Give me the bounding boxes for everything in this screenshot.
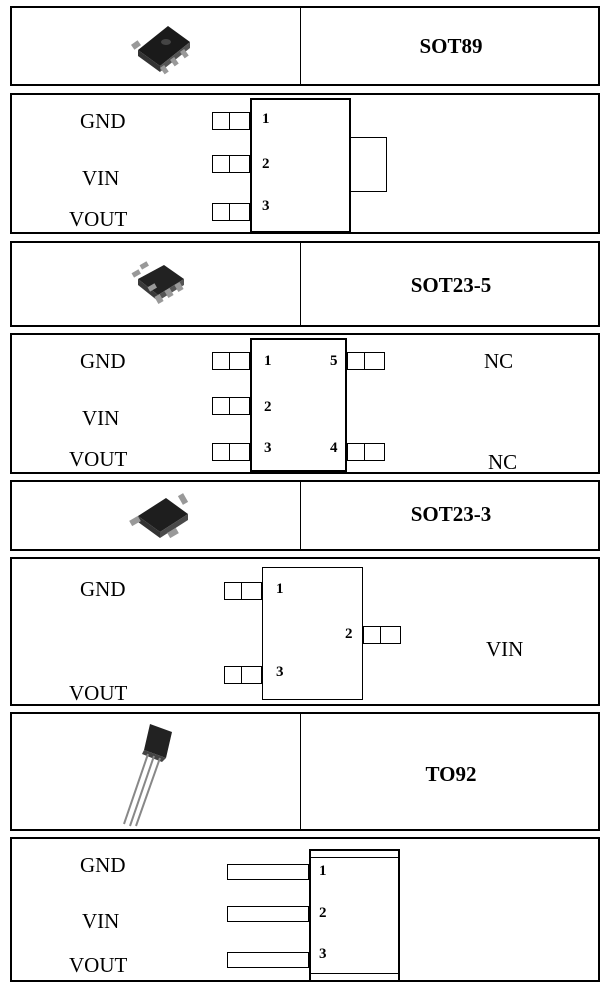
sot23-5-lead-3 xyxy=(212,443,250,461)
sot89-lead-2 xyxy=(212,155,250,173)
sot23-3-label-vin: VIN xyxy=(486,637,524,661)
sot89-lead-1 xyxy=(212,112,250,130)
sot23-5-lead-5 xyxy=(347,352,385,370)
to92-pin-3: 3 xyxy=(319,946,327,962)
sot23-3-label-vout: VOUT xyxy=(69,681,128,705)
sot89-pinout-cell: GND VIN VOUT 1 2 3 xyxy=(10,93,600,234)
sot89-lead-3 xyxy=(212,203,250,221)
sot23-3-pin-3: 3 xyxy=(276,664,284,680)
to92-lead-2 xyxy=(227,906,309,922)
sot23-5-chip-body xyxy=(250,338,347,472)
sot23-5-label-gnd: GND xyxy=(80,349,126,373)
to92-pinout-cell: GND VIN VOUT 1 2 3 xyxy=(10,837,600,982)
sot23-3-label-gnd: GND xyxy=(80,577,126,601)
to92-pin-1: 1 xyxy=(319,863,327,879)
sot23-5-pin-3: 3 xyxy=(264,440,272,456)
to92-label-vout: VOUT xyxy=(69,953,128,977)
sot23-5-label-vout: VOUT xyxy=(69,447,128,471)
sot23-5-label-nc-top: NC xyxy=(484,349,514,373)
sot23-5-pin-4: 4 xyxy=(330,440,338,456)
sot89-label-vout: VOUT xyxy=(69,207,128,231)
to92-pin-2: 2 xyxy=(319,905,327,921)
sot23-5-package-photo-icon xyxy=(131,261,184,304)
sot23-5-title: SOT23-5 xyxy=(410,273,492,297)
sot23-5-pin-1: 1 xyxy=(264,353,272,369)
to92-package-photo-icon xyxy=(123,724,172,827)
sot23-3-lead-2 xyxy=(363,626,401,644)
sot89-header-cell: SOT89 xyxy=(10,6,600,86)
sot89-package-photo-icon xyxy=(131,26,190,75)
sot89-pin-3: 3 xyxy=(262,198,270,214)
sot23-5-pinout-cell: GND VIN VOUT NC NC 1 2 3 4 5 xyxy=(10,333,600,474)
sot23-5-label-vin: VIN xyxy=(82,406,120,430)
to92-label-vin: VIN xyxy=(82,909,120,933)
sot23-3-pinout-cell: GND VOUT VIN 1 2 3 xyxy=(10,557,600,706)
sot23-5-pin-5: 5 xyxy=(330,353,338,369)
sot89-heat-tab xyxy=(351,137,387,192)
sot89-label-vin: VIN xyxy=(82,166,120,190)
sot23-3-chip-body xyxy=(262,567,363,700)
sot23-3-pin-1: 1 xyxy=(276,581,284,597)
to92-title: TO92 xyxy=(425,762,477,786)
sot23-3-package-photo-icon xyxy=(129,493,189,539)
sot23-3-title: SOT23-3 xyxy=(410,502,492,526)
sot89-chip-body xyxy=(250,98,351,233)
sot89-pin-2: 2 xyxy=(262,156,270,172)
sot23-3-lead-1 xyxy=(224,582,262,600)
sot23-3-lead-3 xyxy=(224,666,262,684)
sot23-5-lead-2 xyxy=(212,397,250,415)
sot89-title: SOT89 xyxy=(419,34,483,58)
to92-lead-1 xyxy=(227,864,309,880)
sot89-label-gnd: GND xyxy=(80,109,126,133)
to92-label-gnd: GND xyxy=(80,853,126,877)
sot89-pin-1: 1 xyxy=(262,111,270,127)
sot23-5-pin-2: 2 xyxy=(264,399,272,415)
sot23-3-pin-2: 2 xyxy=(345,626,353,642)
to92-lead-3 xyxy=(227,952,309,968)
sot23-5-header-cell: SOT23-5 xyxy=(10,241,600,327)
to92-header-cell: TO92 xyxy=(10,712,600,831)
sot23-5-label-nc-bottom: NC xyxy=(488,450,518,474)
sot23-5-lead-4 xyxy=(347,443,385,461)
sot23-5-lead-1 xyxy=(212,352,250,370)
sot23-3-header-cell: SOT23-3 xyxy=(10,480,600,551)
to92-chip-body xyxy=(309,849,400,982)
